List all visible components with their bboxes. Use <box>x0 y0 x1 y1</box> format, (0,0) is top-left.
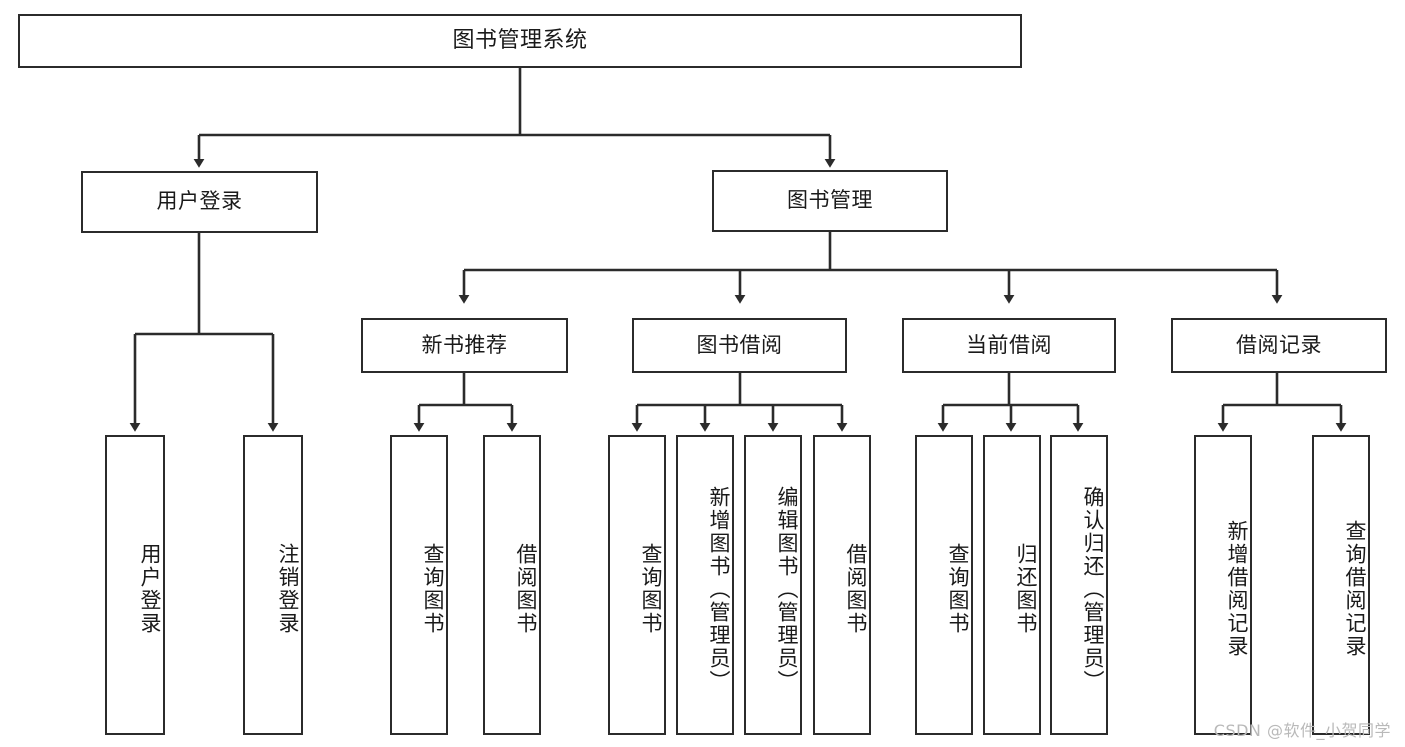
node-label: 确认归还（管理员） <box>1081 485 1105 693</box>
leaf-query-book-borrow[interactable]: 查询图书 <box>608 435 666 735</box>
node-label: 图书管理系统 <box>452 27 588 53</box>
csdn-watermark: CSDN @软件_小贺同学 <box>1213 721 1391 740</box>
leaf-add-book-admin[interactable]: 新增图书（管理员） <box>676 435 734 735</box>
node-root-book-management-system[interactable]: 图书管理系统 <box>18 14 1022 68</box>
node-label: 当前借阅 <box>966 332 1052 357</box>
leaf-borrow-book-recommend[interactable]: 借阅图书 <box>483 435 541 735</box>
node-label: 用户登录 <box>156 189 243 214</box>
node-label: 新增图书（管理员） <box>707 485 731 693</box>
leaf-query-book-recommend[interactable]: 查询图书 <box>390 435 448 735</box>
node-new-book-recommend[interactable]: 新书推荐 <box>361 318 568 373</box>
leaf-return-book[interactable]: 归还图书 <box>983 435 1041 735</box>
leaf-edit-book-admin[interactable]: 编辑图书（管理员） <box>744 435 802 735</box>
leaf-add-borrow-record[interactable]: 新增借阅记录 <box>1194 435 1252 735</box>
node-book-management[interactable]: 图书管理 <box>712 170 948 232</box>
node-label: 图书管理 <box>787 188 873 213</box>
node-label: 查询图书 <box>639 543 663 635</box>
node-label: 借阅图书 <box>514 543 538 635</box>
node-label: 注销登录 <box>276 543 300 635</box>
leaf-query-borrow-record[interactable]: 查询借阅记录 <box>1312 435 1370 735</box>
leaf-borrow-book[interactable]: 借阅图书 <box>813 435 871 735</box>
leaf-logout-login[interactable]: 注销登录 <box>243 435 303 735</box>
leaf-confirm-return-admin[interactable]: 确认归还（管理员） <box>1050 435 1108 735</box>
node-label: 查询图书 <box>421 543 445 635</box>
node-label: 图书借阅 <box>696 332 783 357</box>
node-book-borrow[interactable]: 图书借阅 <box>632 318 847 373</box>
node-label: 归还图书 <box>1014 543 1038 635</box>
node-label: 查询图书 <box>946 543 970 635</box>
node-label: 新增借阅记录 <box>1225 520 1249 658</box>
node-label: 借阅记录 <box>1236 332 1322 357</box>
node-label: 新书推荐 <box>421 332 508 357</box>
node-label: 查询借阅记录 <box>1343 520 1367 658</box>
leaf-query-book-current[interactable]: 查询图书 <box>915 435 973 735</box>
leaf-user-login[interactable]: 用户登录 <box>105 435 165 735</box>
node-current-borrow[interactable]: 当前借阅 <box>902 318 1116 373</box>
node-label: 借阅图书 <box>844 543 868 635</box>
node-label: 编辑图书（管理员） <box>775 485 799 693</box>
node-user-login[interactable]: 用户登录 <box>81 171 318 233</box>
node-label: 用户登录 <box>138 543 162 635</box>
node-borrow-record[interactable]: 借阅记录 <box>1171 318 1387 373</box>
